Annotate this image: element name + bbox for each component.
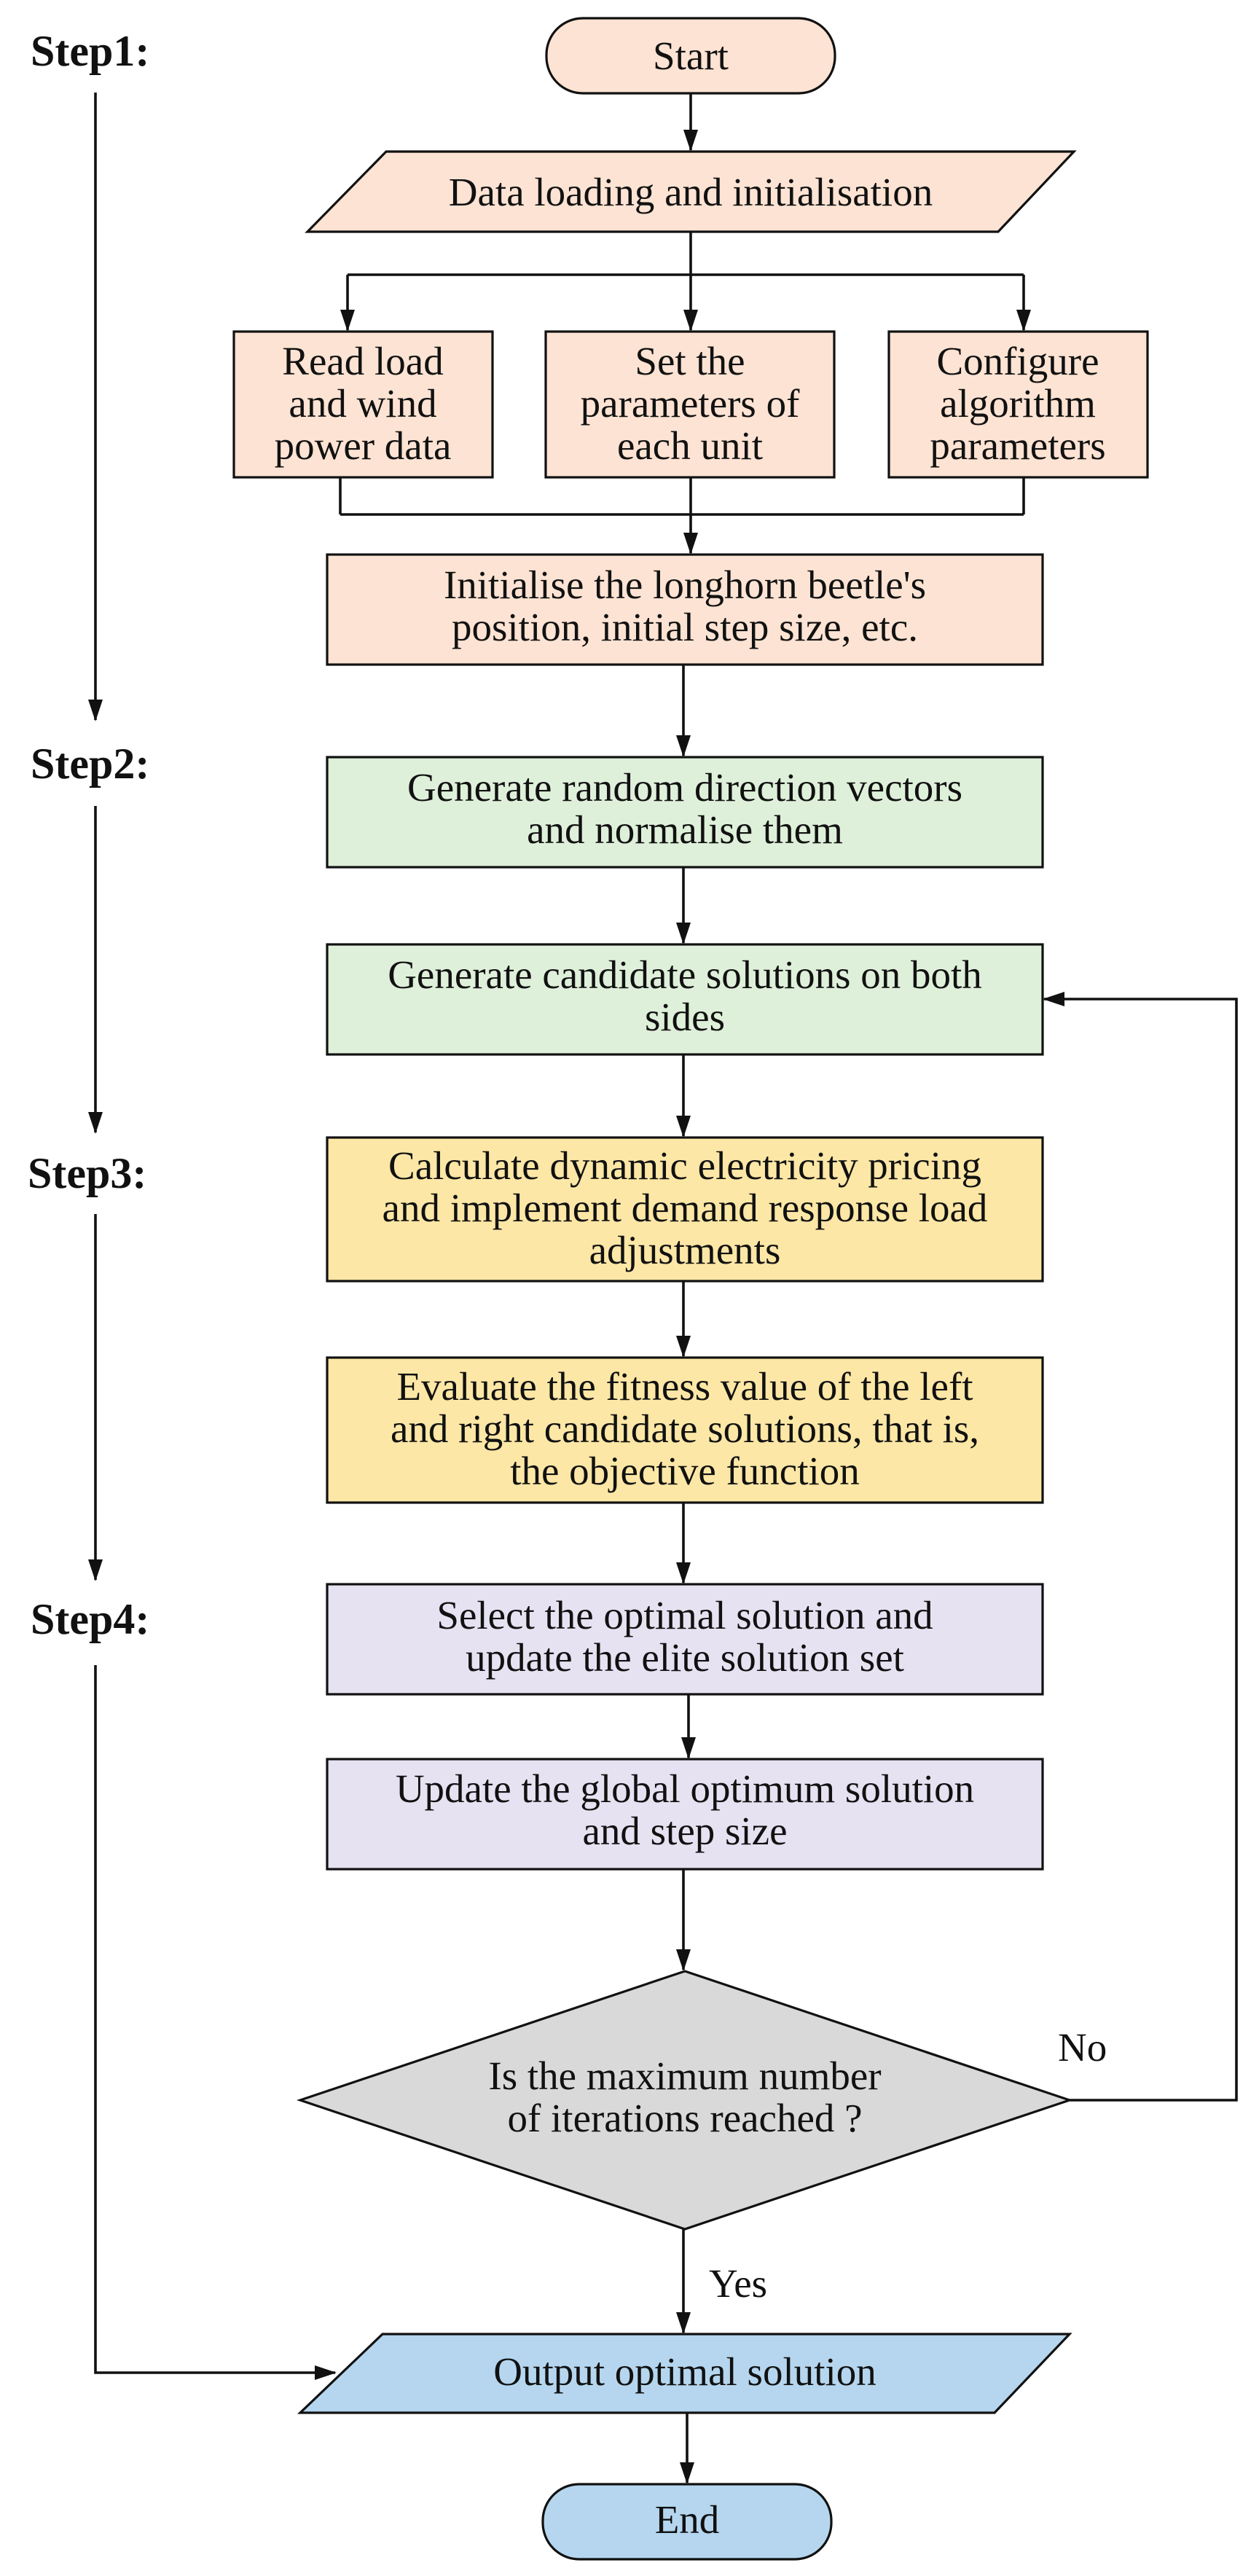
output-text: Output optimal solution — [493, 2349, 876, 2394]
text-line: power data — [275, 423, 452, 468]
set-params-box — [544, 330, 836, 479]
text-line: and wind — [289, 381, 436, 426]
calc-pricing-box — [326, 1136, 1044, 1283]
text-line: Start — [653, 34, 729, 78]
text-line: Set the — [635, 339, 745, 383]
text-line: and step size — [582, 1809, 787, 1853]
output-parallelogram — [297, 2333, 1072, 2414]
decision-diamond — [296, 1970, 1074, 2231]
text-line: Generate random direction vectors — [407, 765, 962, 810]
text-line: Data loading and initialisation — [449, 170, 933, 214]
text-line: Configure — [936, 339, 1099, 383]
text-line: of iterations reached ? — [507, 2096, 862, 2140]
text-line: Update the global optimum solution — [396, 1766, 974, 1811]
text-line: each unit — [617, 423, 763, 468]
text-line: the objective function — [510, 1449, 860, 1493]
text-line: Read load — [282, 339, 443, 383]
text-line: Evaluate the fitness value of the left — [396, 1364, 973, 1409]
step3-label: Step3: — [28, 1149, 146, 1197]
text-line: position, initial step size, etc. — [452, 605, 918, 649]
data-loading-parallelogram — [305, 150, 1077, 233]
text-line: parameters of — [581, 381, 800, 426]
no-loop-arrow — [1043, 992, 1238, 2102]
text-line: Initialise the longhorn beetle's — [444, 563, 926, 607]
init-beetle-box — [326, 553, 1044, 666]
text-line: and normalise them — [527, 807, 843, 852]
start-text: Start — [653, 34, 729, 78]
data-loading-text: Data loading and initialisation — [449, 170, 933, 214]
select-optimal-box — [326, 1583, 1044, 1696]
evaluate-fitness-box — [326, 1356, 1044, 1504]
text-line: End — [655, 2497, 720, 2542]
gen-direction-box — [326, 756, 1044, 869]
update-global-box — [326, 1758, 1044, 1871]
configure-box — [887, 330, 1149, 479]
text-line: Select the optimal solution and — [436, 1593, 933, 1637]
end-text: End — [655, 2497, 720, 2542]
text-line: update the elite solution set — [466, 1635, 904, 1680]
step4-to-output-arrow — [94, 1665, 337, 2380]
text-line: and right candidate solutions, that is, — [391, 1406, 979, 1451]
text-line: parameters — [930, 423, 1105, 468]
end-terminal — [541, 2483, 833, 2561]
step4-label: Step4: — [31, 1595, 149, 1643]
no-label: No — [1058, 2025, 1107, 2070]
text-line: and implement demand response load — [383, 1186, 988, 1230]
read-load-box — [232, 330, 494, 479]
gen-candidates-box — [326, 943, 1044, 1056]
text-line: sides — [645, 995, 725, 1039]
step2-label: Step2: — [31, 740, 149, 788]
yes-label: Yes — [709, 2261, 767, 2306]
text-line: Generate candidate solutions on both — [388, 952, 982, 997]
text-line: algorithm — [940, 381, 1096, 426]
text-line: Calculate dynamic electricity pricing — [388, 1143, 981, 1188]
text-line: Output optimal solution — [493, 2349, 876, 2394]
text-line: adjustments — [589, 1228, 781, 1272]
text-line: Is the maximum number — [488, 2054, 881, 2098]
step1-label: Step1: — [31, 27, 149, 75]
